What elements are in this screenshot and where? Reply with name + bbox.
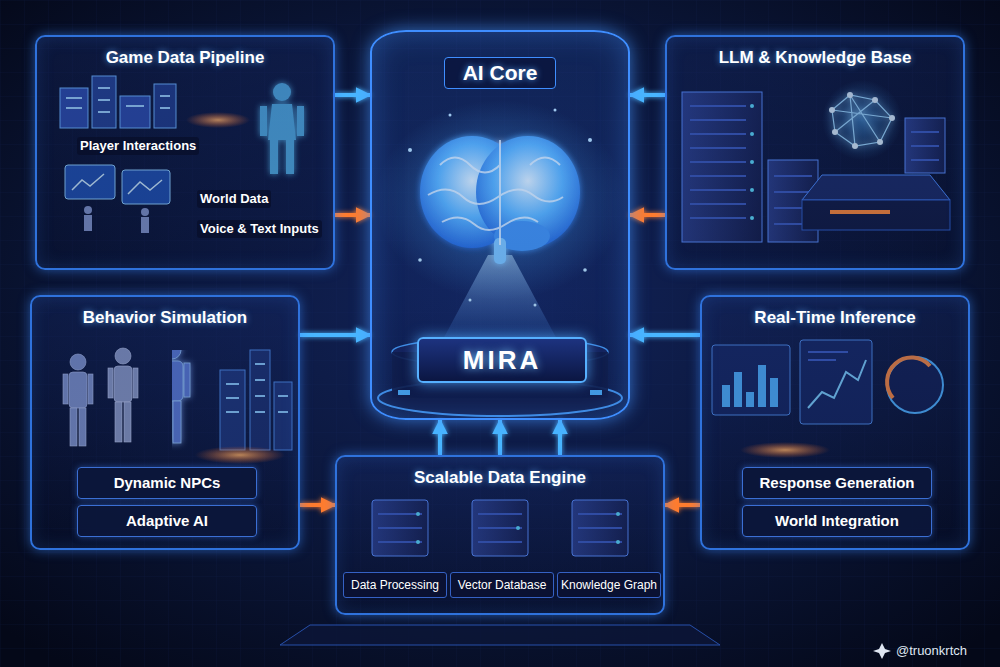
component-label: Vector Database [458, 578, 547, 593]
core-title: AI Core [444, 57, 557, 89]
core-name-box: MIRA [417, 337, 587, 383]
core-name: MIRA [463, 345, 541, 375]
flow-arrow [335, 213, 370, 217]
watermark-icon [873, 643, 891, 659]
engine-component: Vector Database [450, 572, 554, 598]
database-illustration [280, 625, 720, 645]
watermark-icon [873, 643, 891, 659]
feature-label: Player Interactions [77, 137, 199, 155]
capability-label: Adaptive AI [126, 512, 208, 530]
flow-arrow [300, 503, 335, 507]
feature-panel: Behavior SimulationDynamic NPCsAdaptive … [30, 295, 300, 550]
flow-arrow [335, 93, 370, 97]
flow-arrow [630, 213, 665, 217]
feature-label: Voice & Text Inputs [197, 220, 322, 238]
feature-panel: Scalable Data EngineData Processing Vecto… [335, 455, 665, 615]
engine-component: Data Processing [343, 572, 447, 598]
capability-label: Dynamic NPCs [114, 474, 221, 492]
capability-label: Response Generation [759, 474, 914, 492]
feature-panel: LLM & Knowledge Base [665, 35, 965, 270]
component-label: Data Processing [351, 578, 439, 593]
capability-label: World Integration [775, 512, 899, 530]
flow-arrow [558, 420, 562, 455]
capability-box: Adaptive AI [77, 505, 257, 537]
panel-title: LLM & Knowledge Base [719, 47, 912, 69]
core-panel: AI CoreMIRA [370, 30, 630, 420]
panel-title: Scalable Data Engine [414, 467, 586, 489]
feature-label: World Data [197, 190, 271, 208]
panel-title: Real-Time Inference [754, 307, 915, 329]
flow-arrow [630, 333, 700, 337]
capability-box: Response Generation [742, 467, 932, 499]
capability-box: World Integration [742, 505, 932, 537]
capability-box: Dynamic NPCs [77, 467, 257, 499]
flow-arrow [498, 420, 502, 455]
flow-arrow [665, 503, 700, 507]
panel-title: Game Data Pipeline [106, 47, 265, 69]
flow-arrow [438, 420, 442, 455]
flow-arrow [300, 333, 370, 337]
watermark: @truonkrtch [896, 643, 967, 659]
feature-panel: Game Data PipelinePlayer InteractionsWor… [35, 35, 335, 270]
feature-panel: Real-Time InferenceResponse GenerationWo… [700, 295, 970, 550]
engine-component: Knowledge Graph [557, 572, 661, 598]
component-label: Knowledge Graph [561, 578, 657, 593]
flow-arrow [630, 93, 665, 97]
panel-title: Behavior Simulation [83, 307, 247, 329]
